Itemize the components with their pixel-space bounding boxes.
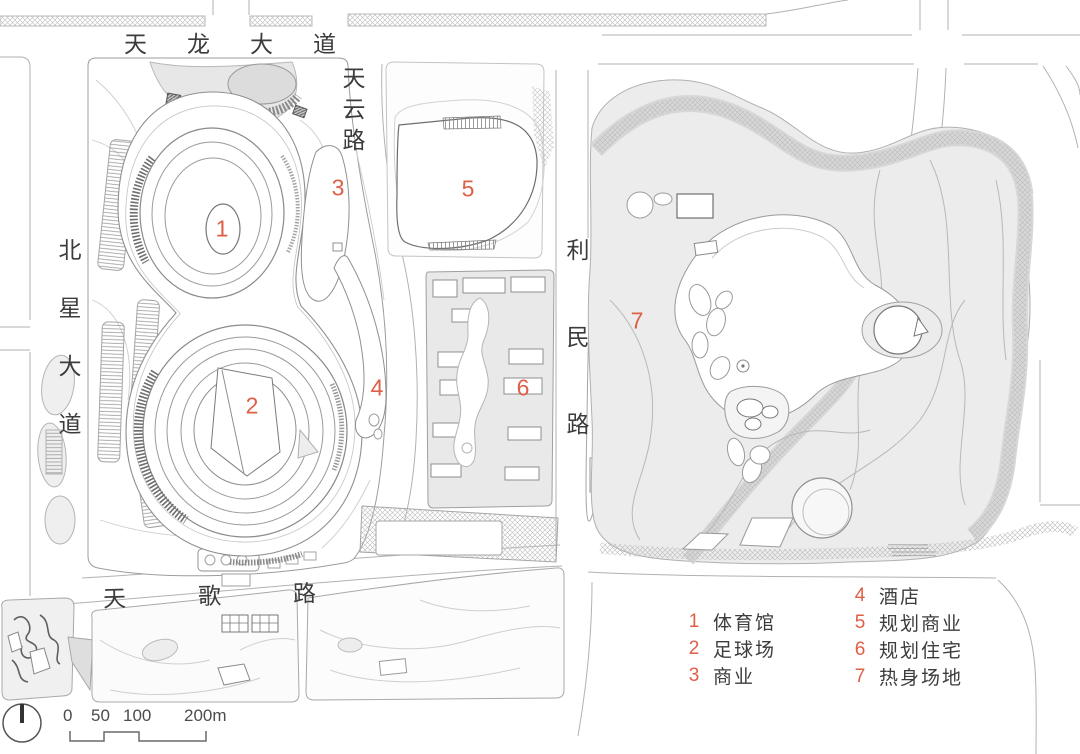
- marker-gymnasium: 1: [215, 215, 229, 242]
- gridded-buildings: [221, 614, 279, 633]
- scale-tick-0: 0: [63, 706, 73, 725]
- west-landscape: [37, 354, 76, 545]
- legend-label: 规划商业: [879, 614, 964, 635]
- marker-hotel: 4: [370, 374, 384, 401]
- legend-num: 2: [688, 637, 700, 659]
- scale-tick-50: 50: [91, 706, 110, 725]
- road-label-tianyun-road: 天云路: [339, 66, 365, 159]
- football-stadium-bowl: [133, 324, 348, 566]
- scale-tick-200m: 200m: [184, 706, 227, 725]
- legend-label: 体育馆: [713, 613, 777, 634]
- scale-tick-100: 100: [123, 706, 152, 725]
- marker-planned-residential: 6: [516, 374, 530, 401]
- south-parcels: [1, 567, 565, 703]
- legend-item: 2 足球场: [686, 635, 776, 662]
- road-label-tianlong-avenue: 天龙大道: [124, 31, 376, 57]
- lake: [674, 214, 914, 422]
- legend-label: 足球场: [713, 640, 777, 661]
- park: [587, 79, 1078, 565]
- scale-bar: [69, 731, 207, 742]
- legend-item: 1 体育馆: [686, 608, 776, 635]
- marker-commercial: 3: [331, 174, 345, 201]
- parcel-planned-commercial: [385, 61, 554, 259]
- legend-item: 4 酒店: [852, 582, 963, 609]
- marker-planned-commercial: 5: [461, 175, 475, 202]
- marker-football-stadium: 2: [245, 392, 259, 419]
- building-hotel: [333, 255, 387, 439]
- stadium-complex: [117, 91, 387, 566]
- legend-label: 商业: [713, 667, 756, 688]
- legend-item: 6 规划住宅: [852, 636, 963, 663]
- legend-num: 4: [854, 584, 866, 606]
- gymnasium-bowl: [129, 127, 300, 299]
- legend-label: 规划住宅: [879, 641, 964, 662]
- legend-num: 7: [854, 665, 866, 687]
- legend-item: 3 商业: [686, 662, 776, 689]
- legend-item: 7 热身场地: [852, 663, 963, 690]
- legend-label: 酒店: [879, 587, 922, 608]
- legend-num: 5: [854, 611, 866, 633]
- legend-num: 6: [854, 638, 866, 660]
- legend-item: 5 规划商业: [852, 609, 963, 636]
- legend-column-right: 4 酒店 5 规划商业 6 规划住宅 7 热身场地: [852, 582, 963, 690]
- legend-num: 3: [688, 664, 700, 686]
- marker-warmup-fields: 7: [630, 307, 644, 334]
- legend-column-left: 1 体育馆 2 足球场 3 商业: [686, 608, 776, 689]
- legend-num: 1: [688, 610, 700, 632]
- north-arrow-icon: [2, 703, 42, 743]
- legend-label: 热身场地: [879, 668, 964, 689]
- parcel-planned-residential: [359, 269, 559, 563]
- road-label-limin-road: 利民路: [563, 238, 589, 499]
- road-label-beixing-avenue: 北星大道: [55, 238, 81, 470]
